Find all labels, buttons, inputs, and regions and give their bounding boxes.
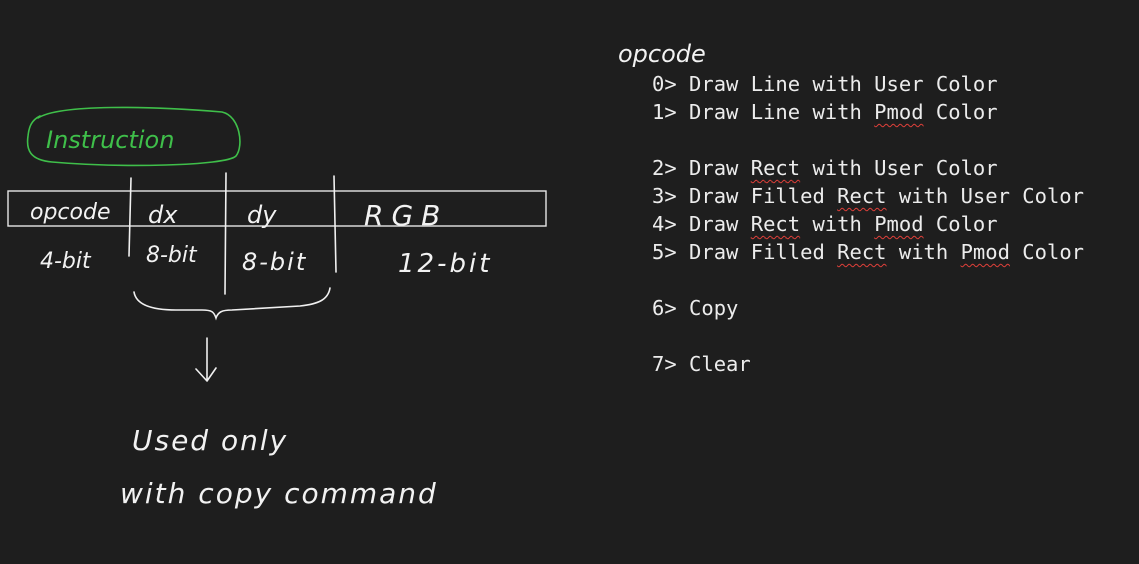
opcode-separator: > <box>664 184 690 208</box>
blank-line <box>652 126 1084 154</box>
opcode-item: 4> Draw Rect with Pmod Color <box>652 210 1084 238</box>
field-width-rgb: 12-bit <box>398 249 492 279</box>
opcode-text: with <box>886 240 961 264</box>
opcode-number: 3 <box>652 184 665 208</box>
opcode-text: Color <box>1009 240 1085 264</box>
opcode-separator: > <box>664 296 690 320</box>
opcode-separator: > <box>664 240 690 264</box>
blank-line <box>652 266 1084 294</box>
misspelled-word: Rect <box>837 240 887 264</box>
down-arrow-icon <box>195 337 217 382</box>
opcode-text: with User Color <box>800 156 998 180</box>
blank-line <box>652 322 1084 350</box>
opcode-text: Color <box>923 100 998 124</box>
instruction-format-diagram: opcode dx dy RGB 4-bit 8-bit 8-bit 12-bi… <box>7 172 547 510</box>
opcode-text: Draw Line with User Color <box>689 72 998 96</box>
opcode-number: 4 <box>652 212 665 236</box>
opcode-text: Draw Filled <box>689 184 838 208</box>
field-name-dy: dy <box>247 201 277 229</box>
opcode-text: Draw <box>689 212 751 236</box>
opcode-text: Draw <box>689 156 751 180</box>
opcode-separator: > <box>664 352 690 376</box>
instruction-label-group: Instruction <box>26 106 241 167</box>
opcode-text: Draw Filled <box>689 240 838 264</box>
curly-brace <box>133 287 331 321</box>
opcode-number: 5 <box>652 240 665 264</box>
field-name-opcode: opcode <box>30 200 110 225</box>
opcode-item: 7> Clear <box>652 350 1084 378</box>
opcode-text: with User Color <box>886 184 1084 208</box>
opcode-text: Clear <box>689 352 751 376</box>
opcode-text: Copy <box>689 296 739 320</box>
note-line-2: with copy command <box>120 477 438 510</box>
opcode-text: with <box>800 212 875 236</box>
opcode-separator: > <box>664 212 690 236</box>
misspelled-word: Rect <box>750 212 801 236</box>
divider-dy-rgb <box>333 175 337 273</box>
field-width-dy: 8-bit <box>242 248 307 276</box>
opcode-number: 6 <box>652 296 665 320</box>
divider-dx-dy <box>224 172 227 295</box>
field-name-dx: dx <box>148 201 178 229</box>
field-width-dx: 8-bit <box>146 243 198 268</box>
note-line-1: Used only <box>132 424 288 457</box>
opcode-number: 7 <box>652 352 665 376</box>
opcode-text: Draw Line with <box>689 100 875 124</box>
opcode-item: 6> Copy <box>652 294 1084 322</box>
opcode-separator: > <box>664 72 690 96</box>
opcode-text: Color <box>923 212 998 236</box>
opcode-item: 1> Draw Line with Pmod Color <box>652 98 1084 126</box>
opcode-number: 1 <box>652 100 665 124</box>
opcode-item: 5> Draw Filled Rect with Pmod Color <box>652 238 1084 266</box>
opcode-number: 2 <box>652 156 665 180</box>
misspelled-word: Rect <box>750 156 801 180</box>
misspelled-word: Pmod <box>874 212 924 236</box>
opcode-separator: > <box>664 100 690 124</box>
divider-opcode-dx <box>128 177 132 257</box>
field-box <box>7 190 547 227</box>
misspelled-word: Pmod <box>874 100 924 124</box>
misspelled-word: Pmod <box>960 240 1010 264</box>
instruction-title: Instruction <box>46 126 174 154</box>
misspelled-word: Rect <box>837 184 887 208</box>
opcode-separator: > <box>664 156 690 180</box>
opcode-item: 0> Draw Line with User Color <box>652 70 1084 98</box>
opcode-number: 0 <box>652 72 665 96</box>
opcode-item: 2> Draw Rect with User Color <box>652 154 1084 182</box>
opcode-heading: opcode <box>618 40 706 68</box>
opcode-item: 3> Draw Filled Rect with User Color <box>652 182 1084 210</box>
field-name-rgb: RGB <box>364 199 448 232</box>
instruction-oval <box>26 106 241 167</box>
field-width-opcode: 4-bit <box>40 249 92 274</box>
